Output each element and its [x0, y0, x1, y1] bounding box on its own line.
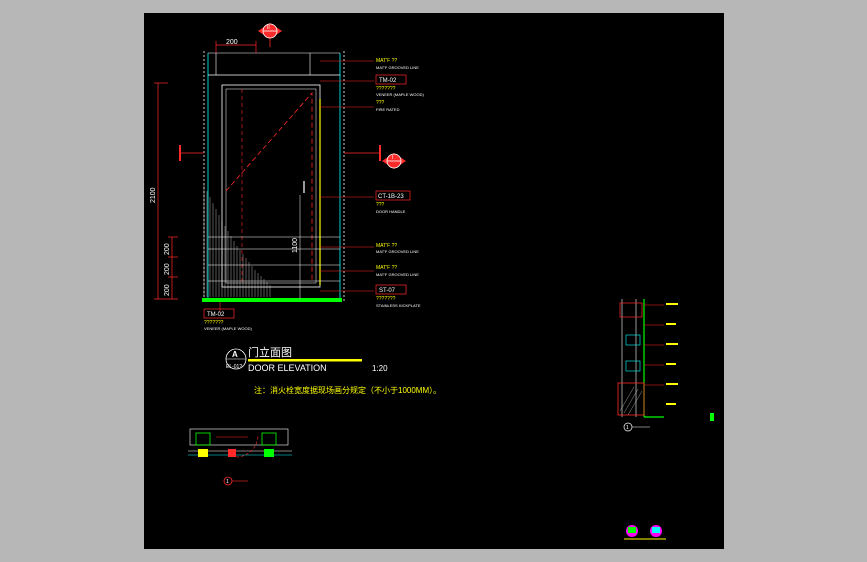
tag-7-code: ST-07 — [379, 288, 396, 294]
drawing-title: A EL-01? 门立面图 DOOR ELEVATION 1:20 注：消火栓宽… — [225, 345, 441, 395]
section-marker-mid-label: I — [392, 155, 393, 161]
drawing-note: 注：消火栓宽度据现场画分规定（不小于1000MM）。 — [254, 385, 441, 395]
dim-lower-2: 200 — [164, 263, 171, 275]
left-dimensions: 2100 200 200 200 1100 — [150, 82, 299, 300]
title-cn: 门立面图 — [248, 345, 292, 359]
tag-2-desc2: VENEER (MAPLE WOOD) — [376, 92, 424, 97]
tag-5-desc2: MAT'F GROOVED LINE — [376, 249, 419, 254]
dim-overall-height: 2100 — [150, 187, 157, 203]
tag-4-desc2: DOOR HANDLE — [376, 209, 406, 214]
tag-2-desc1: ??????? — [376, 86, 396, 92]
tag-6-desc2: MAT'F GROOVED LINE — [376, 272, 419, 277]
section-marker-top-label: II — [267, 25, 270, 31]
tag-7-desc2: STAINLESS KICKPLATE — [376, 303, 421, 308]
title-en: DOOR ELEVATION — [248, 363, 327, 373]
detail-symbol-letter: A — [232, 350, 238, 359]
material-tags: MAT'F ?? MAT'F GROOVED LINE TM-02 ??????… — [203, 58, 424, 331]
tag-1-desc2: MAT'F GROOVED LINE — [376, 65, 419, 70]
section-marker-mid: I — [382, 153, 406, 169]
tag-8-code: TM-02 — [207, 312, 225, 318]
tag-8-desc1: ??????? — [204, 320, 224, 326]
dim-lower-1: 200 — [164, 243, 171, 255]
tag-2-code: TM-02 — [379, 78, 397, 84]
tag-3-desc2: FIRE RATED — [376, 107, 400, 112]
drawing-scale: 1:20 — [372, 364, 388, 373]
top-width-dimension: 200 — [215, 39, 257, 53]
dim-top-width: 200 — [226, 39, 238, 46]
stamp-icon — [624, 525, 666, 540]
dim-handle-height: 1100 — [292, 238, 299, 253]
tag-7-desc1: ??????? — [376, 296, 396, 302]
tag-8-desc2: VENEER (MAPLE WOOD) — [204, 326, 252, 331]
drawing-sheet: 200 II I 2100 200 200 200 1100 — [144, 13, 724, 549]
dim-lower-3: 200 — [164, 284, 171, 296]
detail-symbol-ref: EL-01? — [226, 364, 242, 370]
tag-4-code: CT-1B-23 — [378, 194, 404, 200]
section-marker-top: II — [258, 23, 282, 47]
section-detail-label: 1 — [626, 425, 629, 431]
tag-3-desc1: ??? — [376, 100, 385, 106]
tag-6-desc1: MAT'F ?? — [376, 265, 397, 271]
tag-4-desc1: ??? — [376, 202, 385, 208]
tag-5-desc1: MAT'F ?? — [376, 243, 397, 249]
cad-drawing: 200 II I 2100 200 200 200 1100 — [150, 23, 714, 540]
door-elevation — [179, 51, 381, 303]
section-detail: 1 — [617, 299, 714, 432]
plan-detail-label: 1 — [226, 479, 229, 485]
tag-1-desc1: MAT'F ?? — [376, 58, 397, 64]
plan-detail: 1 — [188, 428, 292, 486]
